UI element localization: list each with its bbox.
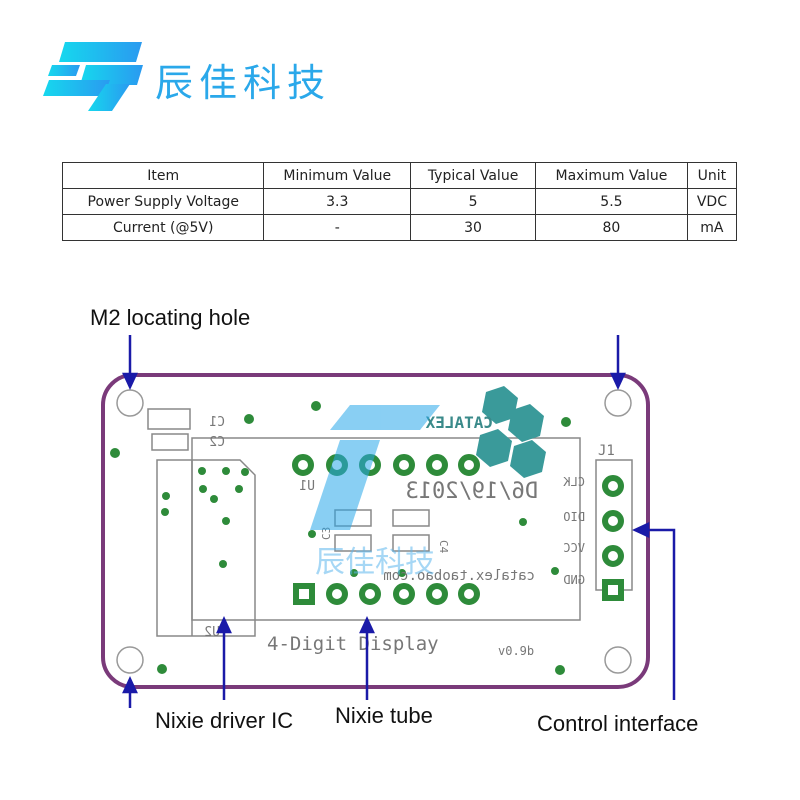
watermark: 辰佳科技 xyxy=(310,405,440,580)
pin-label-clk: CLK xyxy=(563,475,585,489)
c2-label: C2 xyxy=(209,435,225,450)
cell: mA xyxy=(686,214,738,241)
header-cell: Item xyxy=(61,162,265,189)
mounting-holes xyxy=(116,389,632,674)
vias xyxy=(110,401,571,675)
u1-label: U1 xyxy=(299,479,315,494)
callout-arrows xyxy=(122,335,676,708)
cell: 30 xyxy=(410,214,537,241)
c1-label: C1 xyxy=(209,415,225,430)
watermark-text: 辰佳科技 xyxy=(315,545,435,580)
cell: 80 xyxy=(535,214,688,241)
j1-label: J1 xyxy=(598,443,615,459)
pin-label-vcc: VCC xyxy=(563,541,585,555)
pin-label-dio: DIO xyxy=(563,510,585,524)
brand-name: 辰佳科技 xyxy=(155,61,332,105)
label-m2-hole: M2 locating hole xyxy=(90,305,251,330)
label-driver-ic: Nixie driver IC xyxy=(155,708,294,733)
board-version: v0.9b xyxy=(498,644,534,658)
cell: - xyxy=(263,214,412,241)
c4-label: C4 xyxy=(437,540,450,554)
silkscreen: CATALEX D6/19/2013 catalex.taobao.com C1… xyxy=(204,413,615,658)
cell: Power Supply Voltage xyxy=(61,188,265,215)
pin-label-gnd: GND xyxy=(563,573,585,587)
label-control-interface: Control interface xyxy=(537,711,699,736)
board-title: 4-Digit Display xyxy=(267,633,439,655)
c3-label: C3 xyxy=(320,527,333,540)
label-nixie-tube: Nixie tube xyxy=(335,703,433,728)
u2-label: U2 xyxy=(204,625,220,640)
header-cell: Unit xyxy=(686,162,738,189)
driver-ic-outline xyxy=(156,459,256,637)
catalex-logo-text: CATALEX xyxy=(425,413,493,432)
tube-pins xyxy=(292,454,624,605)
header-cell: Typical Value xyxy=(410,162,537,189)
catalex-logo-hexagons xyxy=(476,386,546,478)
board-url: catalex.taobao.com xyxy=(383,568,535,584)
board-date: D6/19/2013 xyxy=(406,479,538,504)
cell: Current (@5V) xyxy=(61,214,265,241)
